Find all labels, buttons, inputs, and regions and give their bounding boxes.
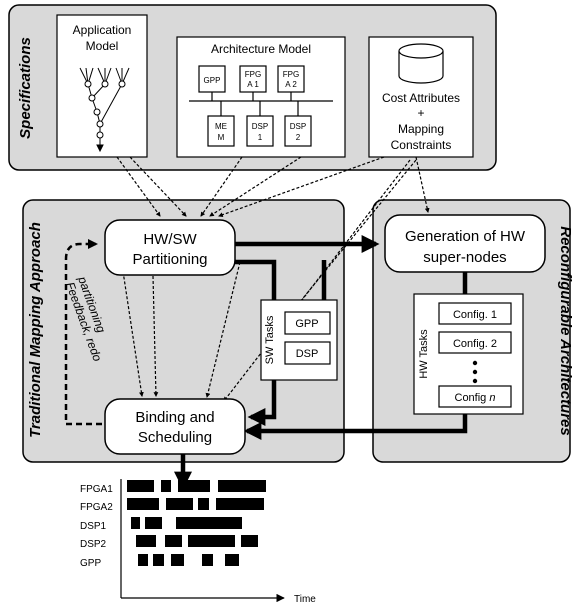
arch-block-fpga1: FPG A 1 [239,65,267,101]
sw-task-dsp [284,341,331,365]
config-2 [438,331,512,354]
gantt-bar [131,517,140,529]
generation-line-1: Generation of HW [405,228,526,245]
config-1 [438,302,512,325]
svg-text:FPG: FPG [283,70,299,79]
svg-text:DSP: DSP [290,122,306,131]
svg-text:1: 1 [258,133,263,142]
arch-block-fpga2: FPG A 2 [277,65,305,101]
arch-block-mem: ME M [207,101,235,147]
config-n-label: Config n [455,392,496,404]
database-icon [398,43,444,84]
svg-text:A 1: A 1 [247,80,259,89]
hw-tasks-label: HW Tasks [418,329,430,379]
svg-text:M: M [218,133,225,142]
gantt-bar [178,480,210,492]
config-1-label: Config. 1 [453,309,497,321]
gantt-bar [225,554,239,566]
architecture-model-title: Architecture Model [211,42,311,56]
generation-line-2: super-nodes [423,249,506,266]
gantt-row-fpga2: FPGA2 [80,502,113,513]
gantt-bar [171,554,184,566]
feedback-loop-arrow [64,239,102,426]
sw-task-dsp-label: DSP [296,348,319,360]
arch-block-gpp: GPP [198,65,226,101]
gantt-bar [166,498,193,510]
application-model-title-2: Model [86,39,119,53]
application-model-title-1: Application [73,23,132,37]
schedule-gantt: Time FPGA1 FPGA2 DSP1 DSP2 GPP [80,479,316,604]
gantt-row-gpp: GPP [80,558,101,569]
svg-text:DSP: DSP [252,122,268,131]
hw-sw-partitioning-node [104,219,236,276]
reconfigurable-label: Reconfigurable Architectures [557,226,574,436]
gantt-bar [161,480,171,492]
gantt-bar [136,535,156,547]
gantt-bar [202,554,213,566]
gantt-bar [188,535,235,547]
gantt-row-dsp2: DSP2 [80,539,107,550]
gantt-bar [216,498,264,510]
sw-task-gpp-label: GPP [295,318,318,330]
gantt-row-fpga1: FPGA1 [80,484,113,495]
gantt-bar [138,554,148,566]
gantt-bar [218,480,266,492]
partitioning-line-1: HW/SW [143,231,197,248]
gantt-bar [165,535,182,547]
svg-text:ME: ME [215,122,227,131]
gantt-bar [153,554,164,566]
spec-arrows [116,156,430,402]
sw-tasks-label: SW Tasks [264,315,276,364]
specifications-label: Specifications [17,37,34,139]
arch-block-dsp1: DSP 1 [246,101,274,147]
gantt-time-label: Time [294,594,316,604]
cost-line-4: Constraints [391,138,452,152]
task-graph-icon [79,67,130,153]
partitioning-line-2: Partitioning [132,251,207,268]
arch-block-dsp2: DSP 2 [284,101,312,147]
traditional-label: Traditional Mapping Approach [27,222,44,438]
cost-line-1: Cost Attributes [382,91,460,105]
gantt-bar [127,498,159,510]
svg-text:FPG: FPG [245,70,261,79]
svg-text:GPP: GPP [204,76,221,85]
svg-text:2: 2 [296,133,301,142]
binding-scheduling-node [104,398,246,455]
cost-line-2: + [417,106,424,120]
gantt-bar [241,535,258,547]
gantt-bar [198,498,209,510]
generation-hw-supernodes-node [384,214,546,273]
gantt-bar [127,480,154,492]
gantt-row-dsp1: DSP1 [80,521,107,532]
cost-line-3: Mapping [398,122,444,136]
svg-text:A 2: A 2 [285,80,297,89]
binding-line-2: Scheduling [138,429,212,446]
ellipsis-dots [472,360,478,384]
config-n [438,385,512,408]
sw-task-gpp [284,311,331,335]
config-2-label: Config. 2 [453,338,497,350]
binding-line-1: Binding and [135,409,214,426]
gantt-bar [145,517,162,529]
gantt-bar [176,517,242,529]
